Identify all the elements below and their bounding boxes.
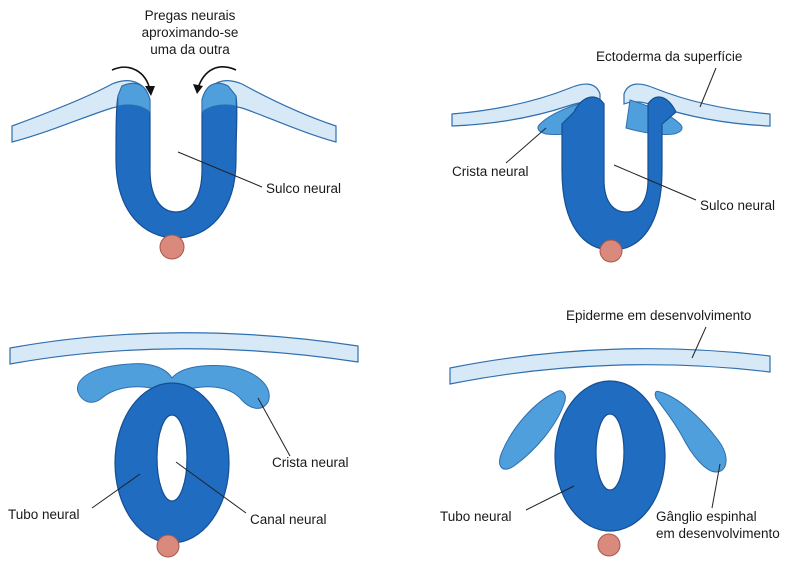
panel-c-leader-crest [257, 397, 291, 457]
panel-d-ganglion-left [499, 390, 566, 470]
panel-b-ectoderm-right [623, 83, 771, 127]
panel-d-canal [595, 413, 625, 491]
panel-b-label-crest: Crista neural [452, 164, 529, 179]
panel-b-neural-groove [561, 96, 677, 251]
panel-d-ganglion-right [654, 390, 727, 473]
panel-c-neural-tube: Crista neural Tubo neural Canal neural [8, 332, 359, 558]
panel-a-fold-tip-left [117, 82, 151, 114]
panel-a-leader-groove [177, 151, 263, 188]
panel-d-label-ganglion-1: Gânglio espinhal [656, 509, 757, 524]
panel-a-label-folds-2: aproximando-se [142, 25, 239, 40]
panel-d-leader-ganglion [711, 463, 721, 509]
panel-b-label-ectoderm: Ectoderma da superfície [596, 49, 742, 64]
panel-a-fold-tip-right [201, 82, 237, 114]
panel-a-arrowhead-left [145, 86, 155, 96]
panel-a-arrow-right [197, 66, 237, 89]
panel-b-leader-groove [613, 164, 697, 201]
panel-a-label-folds-3: uma da outra [150, 42, 230, 57]
panel-a-label-groove: Sulco neural [266, 181, 341, 196]
panel-d-notochord [597, 533, 621, 557]
panel-b-label-groove: Sulco neural [700, 198, 775, 213]
panel-b-leader-crest [505, 127, 547, 164]
panel-d-epidermis [449, 348, 771, 385]
panel-c-ectoderm [9, 332, 359, 365]
panel-c-notochord [156, 534, 180, 558]
panel-a-label-folds-1: Pregas neurais [145, 8, 236, 23]
panel-b-leader-ectoderm [699, 67, 717, 108]
panel-a-arrow-left [111, 66, 151, 91]
panel-d-label-ganglion-2: em desenvolvimento [656, 526, 780, 541]
panel-b-notochord [599, 239, 623, 263]
panel-a-arrowhead-right [193, 84, 203, 94]
panel-a-notochord [159, 234, 185, 260]
panel-d-label-tube: Tubo neural [440, 509, 512, 524]
panel-c-label-canal: Canal neural [250, 512, 327, 527]
panel-a-neural-groove [115, 82, 238, 239]
panel-c-leader-canal [175, 461, 247, 514]
panel-d-label-epidermis: Epiderme em desenvolvimento [566, 308, 751, 323]
panel-c-canal [156, 414, 188, 502]
panel-c-label-tube: Tubo neural [8, 507, 80, 522]
panel-d-leader-tube [525, 485, 575, 511]
panel-a-neural-folds: Pregas neurais aproximando-se uma da out… [11, 8, 341, 260]
panel-d-spinal-ganglion: Epiderme em desenvolvimento Tubo neural … [440, 308, 780, 557]
panel-b-closing-groove: Ectoderma da superfície Crista neural Su… [451, 49, 775, 263]
panel-c-label-crest: Crista neural [272, 455, 349, 470]
panel-d-leader-epidermis [691, 326, 707, 359]
panel-c-leader-tube [91, 473, 141, 509]
